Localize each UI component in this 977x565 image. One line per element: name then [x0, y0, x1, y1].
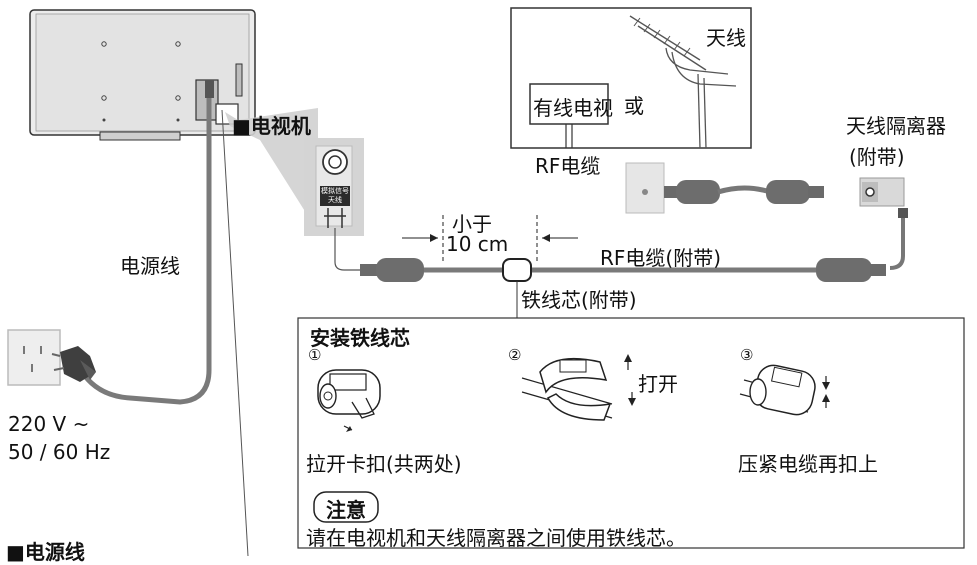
caution-text: 请在电视机和天线隔离器之间使用铁线芯。: [306, 526, 686, 550]
caution-label: 注意: [326, 498, 366, 522]
wall-outlet: [7, 329, 61, 386]
tv-back-illustration: [29, 9, 256, 141]
tv-antenna-terminal: [304, 138, 364, 236]
frequency-label: 50 / 60 Hz: [8, 440, 111, 464]
step3-caption: 压紧电缆再扣上: [738, 452, 878, 476]
tv-heading: ■电视机: [232, 114, 311, 138]
rf-cable-supplied-label: RF电缆(附带): [600, 246, 722, 270]
terminal-callout: [225, 108, 318, 232]
step3-illustration: [739, 364, 830, 416]
ferrite-core: [502, 258, 532, 282]
distance-dimension: [402, 215, 578, 262]
step3-number: ③: [740, 346, 754, 364]
or-label: 或: [624, 94, 644, 118]
install-panel-frame: [297, 317, 965, 549]
wall-socket-plate: [625, 162, 665, 214]
power-cord-heading: ■电源线: [6, 540, 85, 564]
ferrite-core-label: 铁线芯(附带): [521, 288, 637, 312]
voltage-label: 220 V ~: [8, 412, 90, 436]
distance-label: 10 cm: [446, 232, 509, 256]
step2-illustration: [521, 354, 636, 421]
cable-tv-label: 有线电视: [533, 96, 613, 120]
step1-illustration: [317, 369, 381, 432]
terminal-label: 模拟信号 天线: [321, 187, 349, 204]
rf-cable-label: RF电缆: [535, 154, 601, 178]
isolator-supplied-label: (附带): [849, 145, 905, 169]
step1-caption: 拉开卡扣(共两处): [306, 452, 462, 476]
install-panel-title: 安装铁线芯: [310, 326, 410, 350]
antenna-source-box: [510, 7, 752, 149]
power-plug: [51, 346, 96, 382]
step1-number: ①: [308, 346, 322, 364]
antenna-label: 天线: [706, 26, 746, 50]
leader-line: [221, 109, 249, 557]
caution-frame: [313, 491, 379, 523]
power-cord-label: 电源线: [120, 254, 180, 278]
rf-cable-main: [334, 228, 886, 282]
rf-cable-upper: [664, 180, 824, 204]
step2-number: ②: [508, 346, 522, 364]
antenna-isolator: [859, 177, 908, 270]
less-than-label: 小于: [452, 212, 492, 236]
power-cord-cable: [79, 88, 212, 405]
open-label: 打开: [638, 372, 678, 396]
isolator-label: 天线隔离器: [846, 114, 946, 138]
wall-socket: [642, 189, 648, 195]
